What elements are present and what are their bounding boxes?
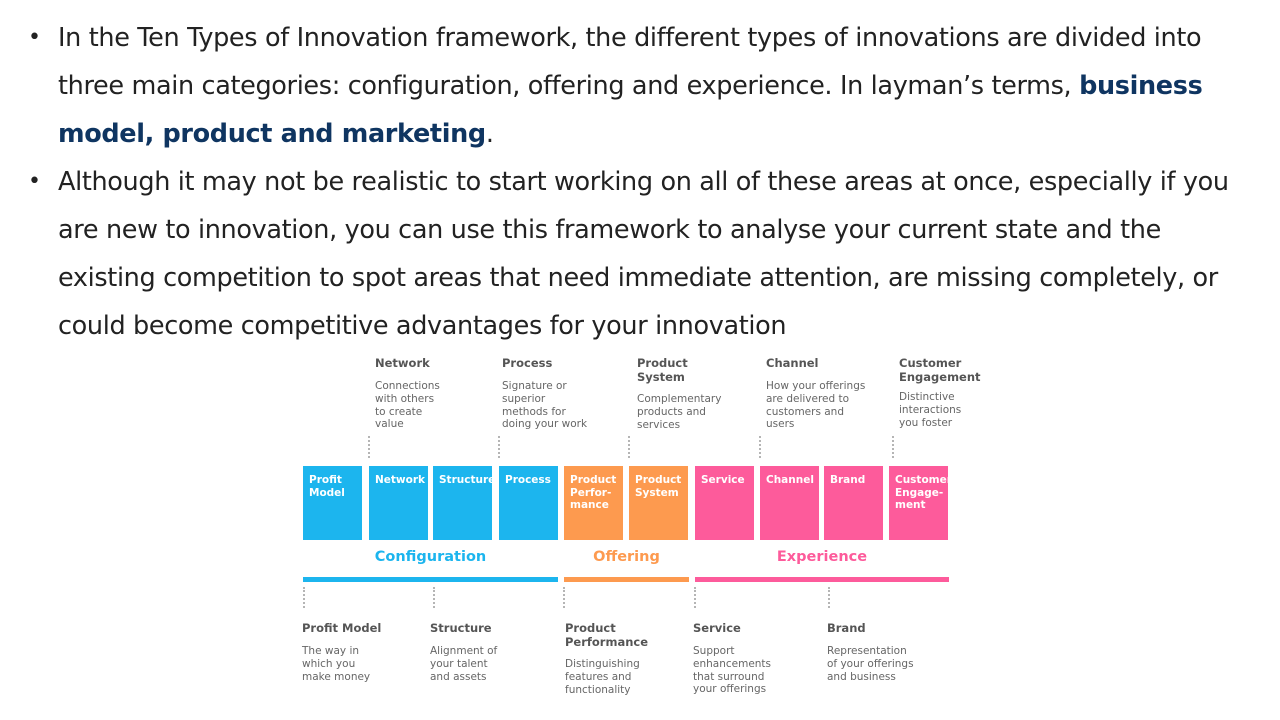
bullet-1-text: In the Ten Types of Innovation framework… (58, 23, 1202, 101)
bottom-label-desc: Alignment of your talent and assets (430, 645, 498, 683)
top-label-desc: Distinctive interactions you foster (899, 391, 962, 429)
top-label-title: Process (502, 356, 553, 370)
category-bar-configuration (303, 577, 558, 582)
bullet-1-end: . (485, 119, 494, 149)
connector-line (433, 587, 435, 608)
type-box-network: Network (369, 466, 428, 540)
top-label-desc: Connections with others to create value (375, 380, 440, 431)
top-label-desc: Signature or superior methods for doing … (502, 380, 588, 431)
bottom-label-desc: Support enhancements that surround your … (693, 645, 772, 696)
bottom-label-desc: Distinguishing features and functionalit… (565, 658, 640, 696)
connector-line (828, 587, 830, 608)
bullet-dot: • (28, 169, 41, 194)
top-label-desc: How your offerings are delivered to cust… (766, 380, 866, 431)
connector-line (892, 436, 894, 458)
top-label-title: Product System (637, 356, 688, 384)
top-label-title: Network (375, 356, 430, 370)
type-box-channel: Channel (760, 466, 819, 540)
type-box-brand: Brand (824, 466, 883, 540)
type-box-customer-engagement: Customer Engage- ment (889, 466, 952, 540)
type-box-service: Service (695, 466, 754, 540)
bullet-1-highlight: business model, product and marketing (58, 71, 1203, 149)
connector-line (628, 436, 630, 458)
bullet-dot: • (28, 25, 41, 50)
category-configuration: Configuration (374, 549, 487, 565)
type-box-process: Process (499, 466, 558, 540)
category-bar-offering (564, 577, 689, 582)
connector-line (368, 436, 370, 458)
category-offering: Offering (593, 549, 660, 565)
type-box-profit-model: Profit Model (303, 466, 362, 540)
connector-line (498, 436, 500, 458)
connector-line (694, 587, 696, 608)
bottom-label-title: Product Performance (565, 621, 649, 649)
type-box-product-system: Product System (629, 466, 688, 540)
type-box-product-performance: Product Perfor- mance (564, 466, 623, 540)
bullet-list: • In the Ten Types of Innovation framewor… (28, 14, 1253, 350)
bullet-item-2: • Although it may not be realistic to sta… (28, 158, 1253, 350)
category-experience: Experience (776, 549, 868, 565)
bottom-label-title: Brand (827, 621, 866, 635)
bottom-label-title: Profit Model (302, 621, 382, 635)
bullet-2-text: Although it may not be realistic to star… (58, 167, 1229, 341)
category-bar-experience (695, 577, 949, 582)
bottom-label-desc: The way in which you make money (302, 645, 371, 683)
connector-line (303, 587, 305, 608)
bottom-label-title: Service (693, 621, 741, 635)
top-label-title: Customer Engagement (899, 356, 981, 384)
bottom-label-desc: Representation of your offerings and bus… (827, 645, 914, 683)
connector-line (759, 436, 761, 458)
top-label-desc: Complementary products and services (637, 393, 722, 431)
type-box-structure: Structure (433, 466, 495, 540)
top-label-title: Channel (766, 356, 819, 370)
bottom-label-title: Structure (430, 621, 492, 635)
bullet-item-1: • In the Ten Types of Innovation framewor… (28, 14, 1253, 158)
connector-line (563, 587, 565, 608)
